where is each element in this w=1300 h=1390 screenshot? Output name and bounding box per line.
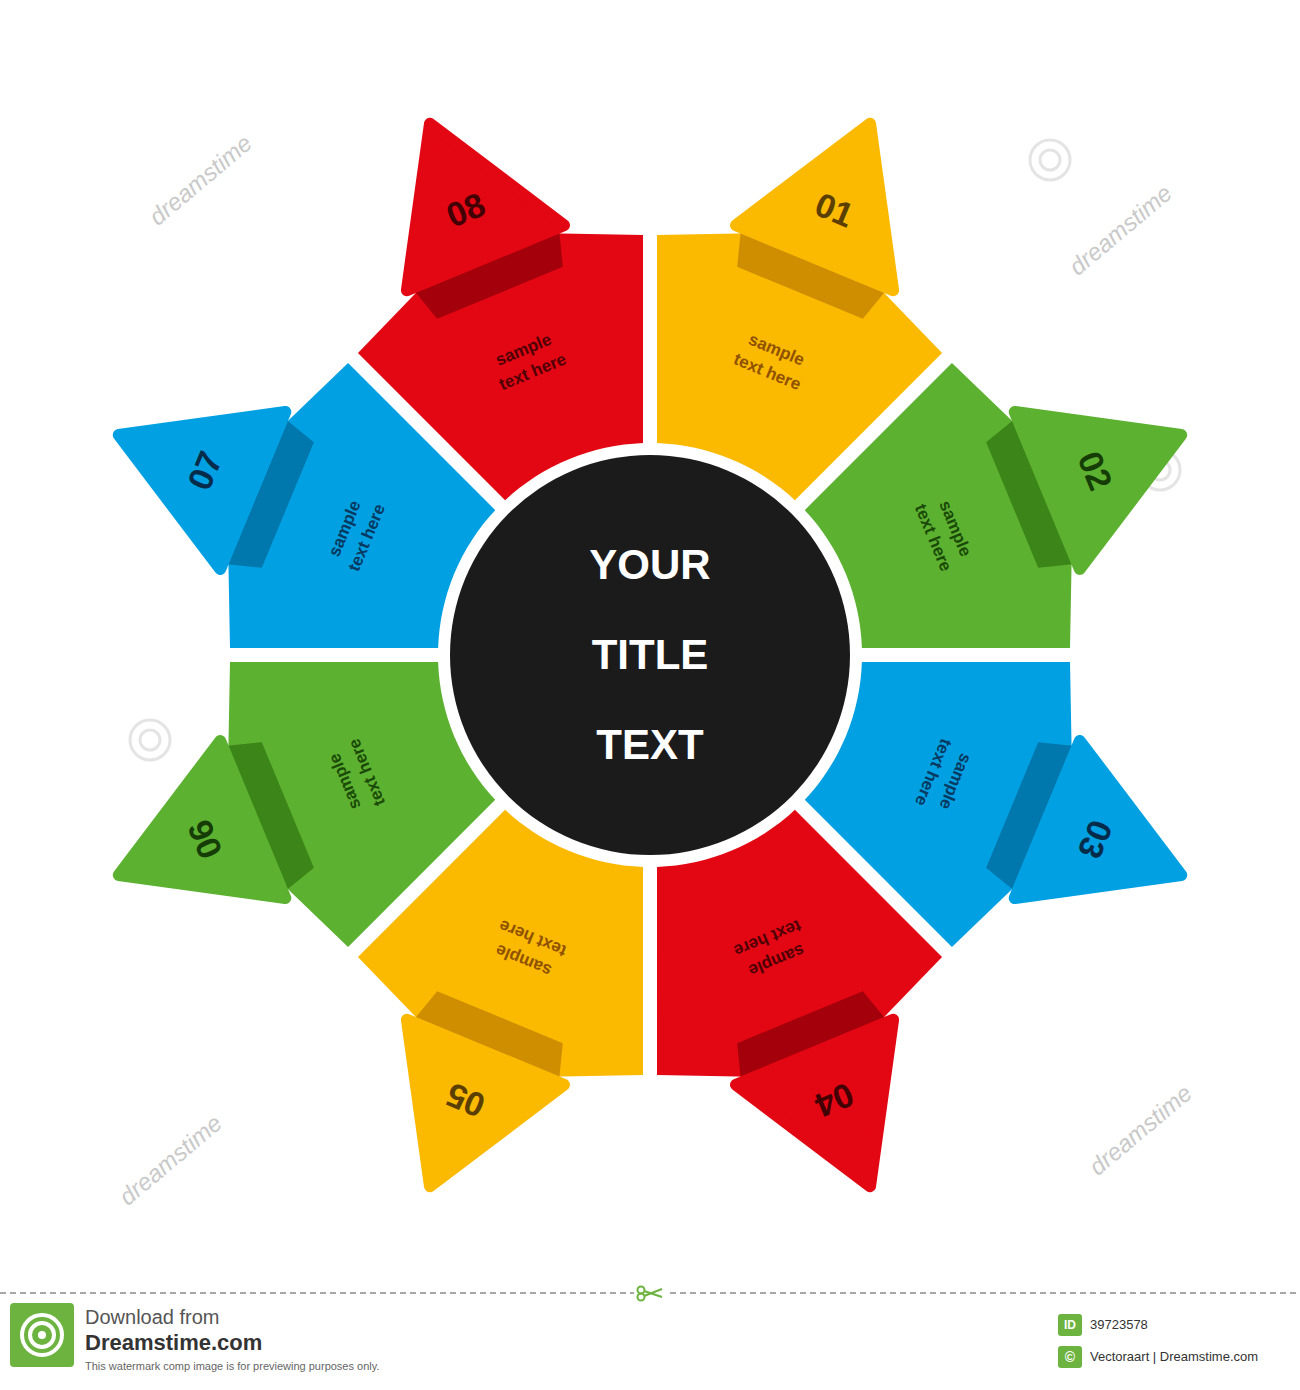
arrow-head xyxy=(736,1020,949,1219)
footer-site-holder: Dreamstime.com xyxy=(85,1330,262,1356)
arrow-head xyxy=(1015,356,1214,569)
scissors-ring xyxy=(638,1287,645,1294)
logo-square xyxy=(10,1303,74,1367)
arrow-head xyxy=(351,1020,564,1219)
image-id: 39723578 xyxy=(1090,1317,1148,1332)
footer-note-holder: This watermark comp image is for preview… xyxy=(85,1360,379,1372)
arrow-head xyxy=(736,91,949,290)
watermark-swirl xyxy=(130,720,170,760)
id-badge-holder: ID xyxy=(1058,1314,1082,1336)
id-badge: ID xyxy=(1064,1318,1076,1332)
watermark: dreamstime xyxy=(113,1109,227,1211)
author-credit-holder: Vectoraart | Dreamstime.com xyxy=(1090,1349,1258,1364)
title-text: YOUR TITLE TEXT xyxy=(565,520,735,790)
logo-swirl xyxy=(38,1331,46,1339)
scissors-blade xyxy=(644,1289,662,1296)
arrow-head xyxy=(351,91,564,290)
logo-icon xyxy=(10,1303,74,1367)
copyright-badge: © xyxy=(1065,1349,1075,1365)
watermark-holder: dreamstime xyxy=(113,1109,227,1211)
watermark-swirl xyxy=(1030,140,1070,180)
watermark: dreamstime xyxy=(1063,179,1177,281)
footer-text: Download from xyxy=(85,1306,220,1329)
watermark-holder: dreamstime xyxy=(1083,1079,1197,1181)
author-credit: Vectoraart | Dreamstime.com xyxy=(1090,1349,1258,1364)
logo-swirl xyxy=(30,1323,54,1347)
arrow-head xyxy=(86,356,285,569)
arrow-head xyxy=(1015,741,1214,954)
watermark-swirl xyxy=(140,730,160,750)
watermark: dreamstime xyxy=(1083,1079,1197,1181)
arrow-head xyxy=(86,741,285,954)
copyright-badge-holder: © xyxy=(1058,1346,1082,1368)
scissors-ground xyxy=(634,1285,666,1301)
watermark: dreamstime xyxy=(143,129,257,231)
image-id-holder: 39723578 xyxy=(1090,1317,1148,1332)
footer-site: Dreamstime.com xyxy=(85,1330,262,1356)
watermark-holder: dreamstime xyxy=(143,129,257,231)
watermark-holder: dreamstime xyxy=(1063,179,1177,281)
scissors-ring xyxy=(638,1294,645,1301)
footer-text-holder: Download from xyxy=(85,1306,220,1329)
title-circle: YOUR TITLE TEXT xyxy=(450,455,850,855)
scissors-icon xyxy=(634,1285,666,1301)
logo-swirl xyxy=(22,1315,62,1355)
footer-note: This watermark comp image is for preview… xyxy=(85,1360,379,1372)
watermark-swirl xyxy=(1040,150,1060,170)
